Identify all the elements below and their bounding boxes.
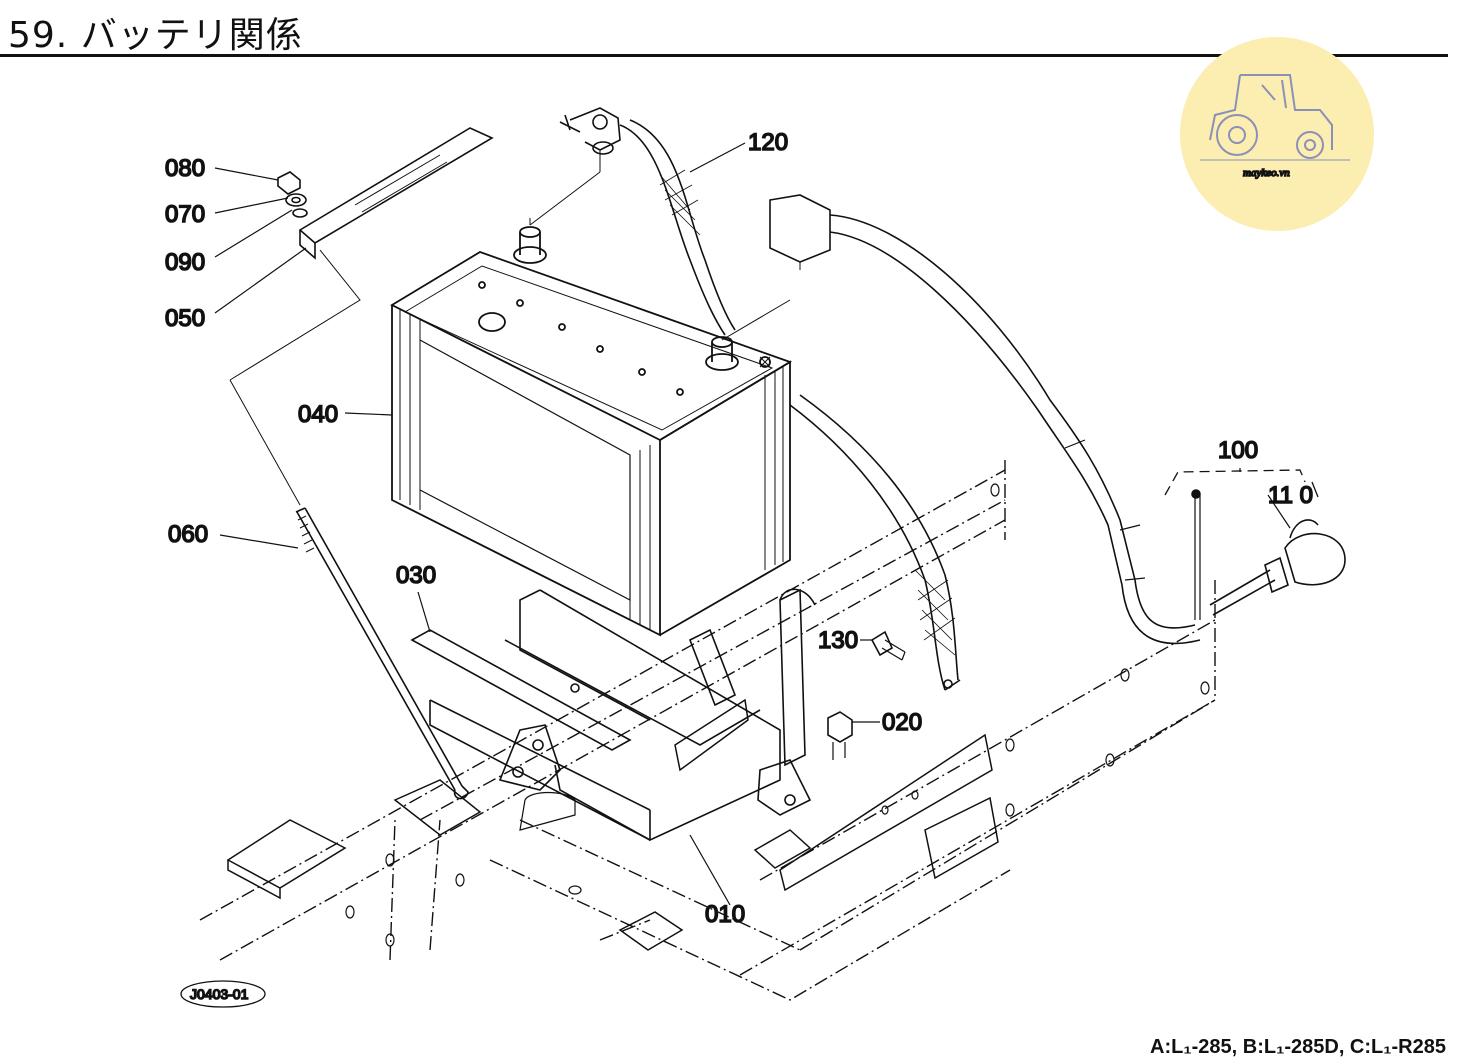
chassis-frame [199,460,1216,1001]
positive-terminal-connector [1164,469,1346,620]
part-label-110: 11 0 [1268,482,1313,509]
part-label-130: 130 [818,627,858,654]
part-label-070: 070 [165,201,205,228]
frame-holes [345,483,1210,947]
battery-cable-120 [529,107,791,341]
hold-down-assembly [229,127,494,800]
battery-tray [410,588,853,842]
watermark-text: maykeo.vn [1243,167,1290,179]
leader-lines [214,142,1291,906]
part-label-100: 100 [1218,437,1258,464]
part-label-050: 050 [165,305,205,332]
part-label-040: 040 [298,401,338,428]
part-label-030: 030 [396,562,436,589]
tractor-icon [1200,74,1350,161]
part-label-080: 080 [165,155,205,182]
part-label-010: 010 [705,901,745,928]
part-label-020: 020 [882,709,922,736]
drawing-code-badge [180,980,266,1008]
ground-strap [789,394,961,691]
part-label-090: 090 [165,249,205,276]
drawing-code: J0403-01 [190,986,249,1002]
watermark-logo: maykeo.vn [1180,37,1374,231]
page-title: 59. バッテリ関係 [8,15,303,56]
rail-pads [226,698,999,951]
battery [390,226,793,637]
part-label-120: 120 [748,129,788,156]
title-underline [0,54,1448,57]
part-label-060: 060 [168,521,208,548]
positive-cable [769,194,1201,645]
model-applicability: A:L₁-285, B:L₁-285D, C:L₁-R285 [1150,1036,1446,1058]
